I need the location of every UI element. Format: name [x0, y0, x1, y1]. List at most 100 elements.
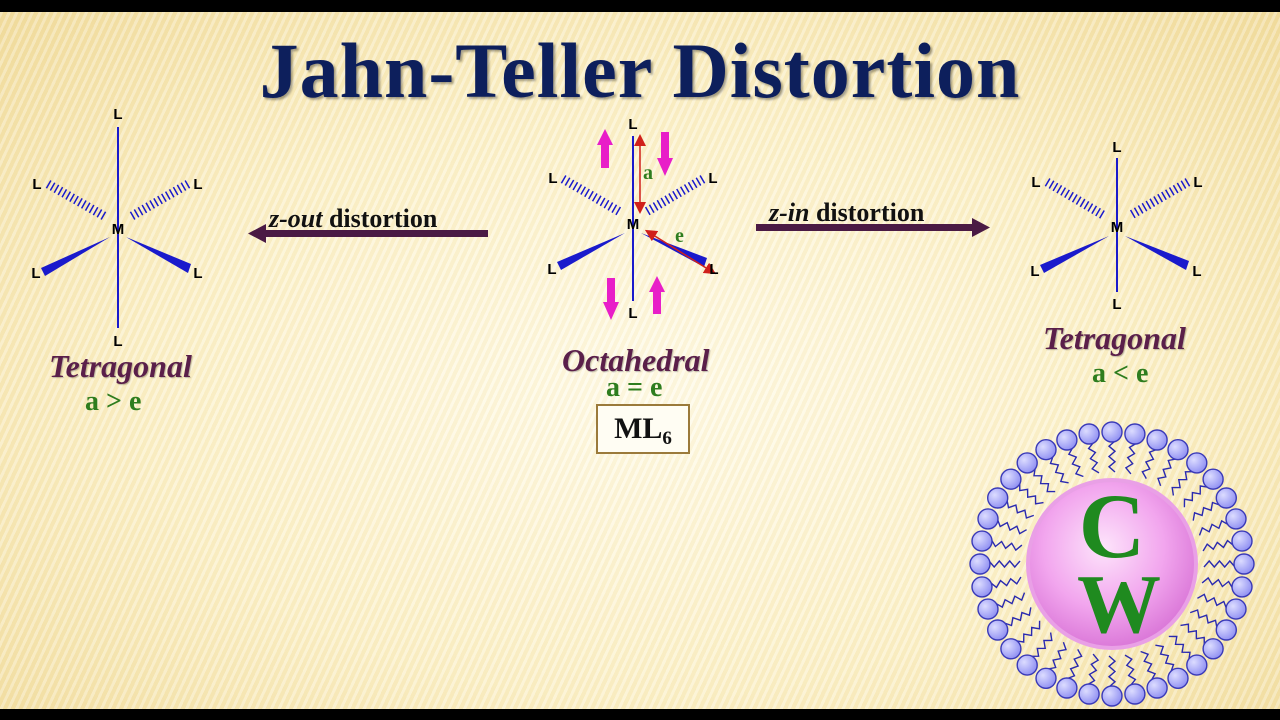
logo-letter-c: C — [1079, 475, 1145, 577]
logo-bubble-tail — [1157, 458, 1177, 487]
logo-bubble-tail — [1198, 519, 1229, 536]
logo-bubble-tail — [1033, 467, 1056, 493]
down-arrow-icon — [603, 278, 619, 320]
logo-bubble-tail — [1140, 650, 1157, 681]
z-out-label-suffix: distortion — [322, 204, 438, 233]
middle-ligand-lower-left: L — [547, 261, 556, 278]
z-out-arrow — [248, 224, 488, 243]
logo-bubble-tail — [1107, 655, 1117, 688]
logo-bubble-tail — [1180, 623, 1205, 646]
logo-bubble-head — [1215, 487, 1238, 509]
logo-bubble-tail — [1202, 539, 1235, 552]
down-arrow-icon — [657, 132, 673, 176]
left-hashed-bond-back-right — [129, 180, 191, 220]
formula-subscript: 6 — [662, 428, 672, 449]
right-hashed-bond-back-right — [1128, 178, 1191, 219]
logo-bubble-tail — [1049, 455, 1069, 484]
middle-motion-arrows — [597, 129, 673, 320]
left-hashed-bonds — [45, 180, 191, 220]
left-wedge-bond-front-left — [41, 237, 110, 276]
right-ligand-lower-left: L — [1030, 263, 1039, 280]
logo-bubble-head — [1231, 530, 1253, 552]
logo-bubble-tail — [1155, 644, 1175, 673]
logo-bubble-tail — [1003, 607, 1032, 627]
logo-bubble-head — [1202, 638, 1224, 660]
logo-bubble-tail — [1168, 635, 1191, 661]
logo-bubble-head — [977, 598, 999, 620]
logo-bubble-ring — [969, 421, 1255, 707]
logo-bubble-tail — [988, 559, 1021, 569]
logo-letter-w: W — [1077, 558, 1161, 651]
z-out-arrow-shaft — [262, 230, 488, 237]
logo-bubble-head — [1186, 452, 1208, 474]
right-ligand-upper-left: L — [1031, 174, 1040, 191]
middle-molecule: a e L L L L L L M — [547, 116, 718, 322]
right-wedge-bond-front-left — [1040, 236, 1109, 273]
logo-bubble-tail — [1030, 632, 1053, 657]
middle-ligand-bottom: L — [628, 305, 637, 322]
right-ligand-lower-right: L — [1192, 263, 1201, 280]
logo-bubble-head — [987, 619, 1009, 641]
logo-bubble-tail — [1141, 448, 1158, 479]
right-geometry-label: Tetragonal — [1043, 320, 1186, 356]
z-out-distortion-label: z-out distortion — [269, 204, 437, 234]
formula-base: ML — [614, 412, 663, 445]
logo-bubble-head — [971, 530, 993, 552]
middle-ligand-lower-right: L — [709, 261, 718, 278]
logo-bubble-tail — [1192, 501, 1221, 521]
logo-bubble-head — [1056, 429, 1078, 451]
logo-bubble-head — [1146, 677, 1168, 699]
logo-bubble-tail — [1189, 609, 1218, 629]
logo-bubble-tail — [1087, 441, 1100, 474]
logo-bubble-head — [1078, 683, 1100, 705]
logo-bubble-head — [1186, 654, 1208, 676]
logo-bubble-head — [1016, 452, 1038, 474]
logo-bubble-head — [1035, 439, 1057, 461]
right-relation-label: a < e — [1092, 358, 1149, 389]
left-geometry-label: Tetragonal — [49, 348, 192, 384]
logo-bubble-head — [969, 553, 991, 575]
logo-bubble-tail — [1197, 593, 1228, 610]
slide: Jahn-Teller Distortion — [0, 12, 1280, 709]
middle-axial-bond-label: a — [643, 162, 653, 184]
logo-bubble-tail — [1201, 576, 1234, 589]
middle-ligand-upper-right: L — [708, 170, 717, 187]
middle-metal-center: M — [627, 216, 640, 233]
z-out-label-prefix: z-out — [269, 204, 323, 233]
logo-center-disc — [1026, 478, 1198, 650]
left-wedge-bond-front-right — [126, 237, 191, 273]
cw-logo: C W — [969, 421, 1255, 707]
middle-hashed-bond-back-left — [560, 175, 623, 216]
z-in-distortion-label: z-in distortion — [769, 198, 924, 228]
logo-bubble-tail — [1124, 442, 1137, 475]
logo-bubble-head — [1000, 468, 1022, 490]
z-in-arrow-shaft — [756, 224, 976, 231]
logo-bubble-head — [1233, 553, 1255, 575]
middle-equatorial-bond-label: e — [675, 225, 684, 247]
left-metal-center: M — [112, 221, 125, 238]
left-arrow-icon — [248, 224, 266, 243]
logo-bubble-head — [1215, 619, 1238, 641]
logo-bubble-head — [1101, 421, 1123, 443]
right-wedge-bond-front-right — [1125, 236, 1189, 270]
logo-bubble-head — [1016, 654, 1038, 676]
logo-bubble-head — [977, 508, 999, 530]
diagram-canvas: L L L L L L M a e L L L L L L — [31, 106, 1255, 707]
logo-bubble-tail — [1006, 499, 1035, 519]
logo-bubble-tail — [1124, 654, 1137, 687]
logo-bubble-tail — [1107, 440, 1117, 473]
right-hashed-bonds — [1044, 178, 1191, 219]
middle-relation-label: a = e — [606, 372, 663, 403]
middle-hashed-bonds — [560, 175, 706, 216]
logo-bubble-tail — [1171, 471, 1194, 496]
logo-bubble-tail — [1019, 482, 1044, 505]
logo-bubble-head — [1035, 667, 1057, 689]
logo-bubble-head — [1225, 598, 1247, 620]
left-ligand-top: L — [113, 106, 122, 123]
left-ligand-lower-right: L — [193, 265, 202, 282]
logo-bubble-tail — [995, 592, 1026, 609]
logo-bubble-head — [987, 487, 1009, 509]
logo-bubble-head — [1078, 423, 1100, 445]
logo-bubble-tail — [996, 518, 1027, 535]
right-metal-center: M — [1111, 219, 1124, 236]
